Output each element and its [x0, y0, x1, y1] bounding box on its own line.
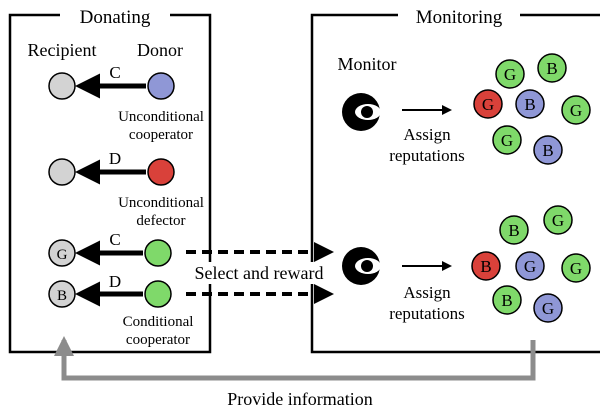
unconditional-cooperator-node: [147, 72, 175, 100]
provide-information-label: Provide information: [227, 389, 372, 409]
population-reputation-label: B: [480, 257, 491, 276]
provide-information-group: Provide information: [54, 336, 536, 409]
donor-type-label: defector: [136, 213, 185, 229]
population-reputation-label: G: [570, 259, 582, 278]
population-reputation-label: G: [504, 65, 516, 84]
population-reputation-label: B: [508, 221, 519, 240]
population-reputation-label: G: [501, 131, 513, 150]
select-and-reward-group: Select and reward: [180, 242, 338, 304]
donating-frame: [8, 13, 212, 354]
donor-type-label: cooperator: [129, 127, 193, 143]
population-reputation-label: B: [524, 95, 535, 114]
population-reputation-label: G: [524, 257, 536, 276]
donating-panel: Donating Recipient Donor C Unconditional…: [8, 7, 212, 354]
monitoring-title: Monitoring: [416, 7, 503, 28]
recipient-node: [48, 72, 76, 100]
donor-type-label: Unconditional: [118, 109, 204, 125]
population-reputation-label: G: [570, 101, 582, 120]
monitoring-frame: [310, 13, 600, 354]
population-member: [561, 95, 591, 125]
population-member: [533, 135, 563, 165]
feedback-arrow: [54, 336, 536, 381]
action-label: D: [109, 272, 121, 291]
population-member: [515, 89, 545, 119]
donor-type-label: cooperator: [126, 332, 190, 348]
population-member: [473, 89, 503, 119]
population-member: [492, 285, 522, 315]
assign-label: reputations: [389, 304, 465, 323]
action-label: C: [109, 230, 120, 249]
population-member: [471, 251, 501, 281]
label-backdrop: [180, 262, 338, 284]
assign-label: reputations: [389, 146, 465, 165]
donor-header: Donor: [137, 40, 183, 60]
donor-type-label: Unconditional: [118, 195, 204, 211]
action-label: C: [109, 63, 120, 82]
reputation-label: B: [57, 288, 67, 304]
recipient-node: [48, 158, 76, 186]
assign-label: Assign: [403, 283, 451, 302]
select-and-reward-label: Select and reward: [195, 263, 324, 283]
action-label: D: [109, 149, 121, 168]
population-member: [495, 59, 525, 89]
population-reputation-label: G: [552, 211, 564, 230]
population-member: [543, 205, 573, 235]
population-reputation-label: B: [542, 141, 553, 160]
conditional-cooperator-node: [144, 239, 172, 267]
population-reputation-label: B: [501, 291, 512, 310]
population-member: [561, 253, 591, 283]
population-member: [492, 125, 522, 155]
population-member: [515, 251, 545, 281]
donor-type-label: Conditional: [123, 314, 194, 330]
population-member: [499, 215, 529, 245]
monitor-label: Monitor: [337, 54, 396, 74]
population-member: [533, 293, 563, 323]
unconditional-defector-node: [147, 158, 175, 186]
recipient-header: Recipient: [28, 40, 97, 60]
population-reputation-label: G: [482, 95, 494, 114]
population-reputation-label: B: [546, 59, 557, 78]
population-reputation-label: G: [542, 299, 554, 318]
monitor-eye-icon: [342, 247, 381, 285]
reputation-label: G: [57, 247, 68, 263]
population-member: [537, 53, 567, 83]
donating-title: Donating: [80, 7, 151, 28]
conditional-cooperator-node: [144, 280, 172, 308]
monitor-eye-icon: [342, 93, 381, 131]
assign-label: Assign: [403, 125, 451, 144]
